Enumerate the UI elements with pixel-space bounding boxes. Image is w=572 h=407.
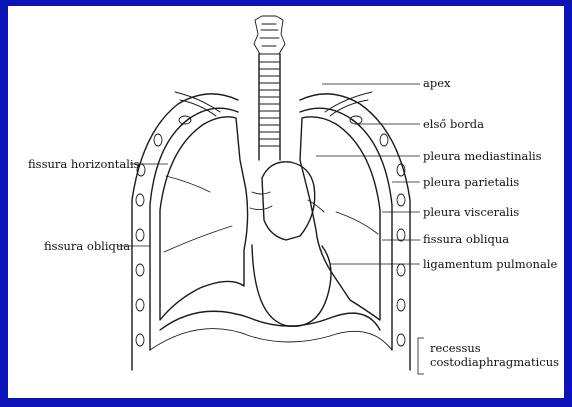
- label-costodiaphragmaticus: costodiaphragmaticus: [430, 355, 559, 369]
- label-recessus: recessus: [430, 341, 481, 355]
- label-first-rib: első borda: [423, 117, 484, 131]
- label-fissura-obliqua-left: fissura obliqua: [44, 239, 130, 253]
- heart: [150, 162, 392, 350]
- label-fissura-obliqua-right: fissura obliqua: [423, 232, 509, 246]
- label-ligamentum-pulmonale: ligamentum pulmonale: [423, 257, 557, 271]
- label-apex: apex: [423, 76, 451, 90]
- trachea: [254, 16, 285, 160]
- labels: apex első borda pleura mediastinalis ple…: [28, 76, 559, 369]
- label-pleura-mediastinalis: pleura mediastinalis: [423, 149, 542, 163]
- label-pleura-parietalis: pleura parietalis: [423, 175, 519, 189]
- label-fissura-horizontalis: fissura horizontalis: [28, 157, 140, 171]
- label-pleura-visceralis: pleura visceralis: [423, 205, 519, 219]
- right-lung: [160, 117, 248, 320]
- left-lung: [300, 117, 380, 320]
- recessus-bracket: [418, 338, 424, 374]
